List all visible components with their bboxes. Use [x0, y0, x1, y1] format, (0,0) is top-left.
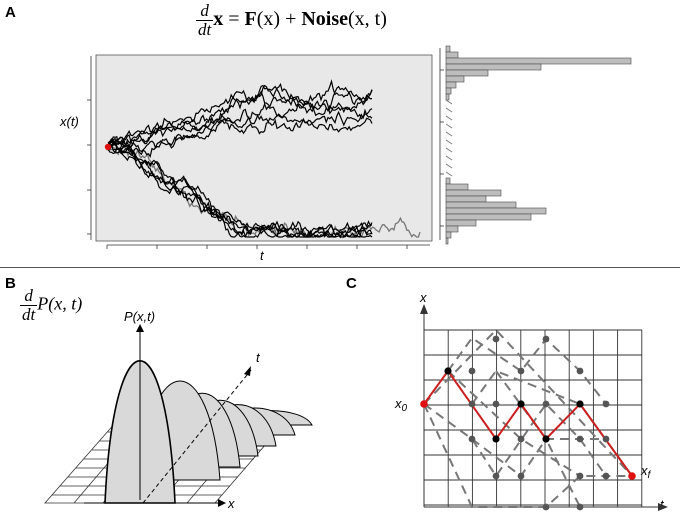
trajectory-7 [107, 137, 373, 238]
lattice-node [517, 367, 525, 375]
panel-b-label: B [5, 275, 16, 292]
trajectories [107, 79, 421, 239]
hist-bar-17 [445, 219, 477, 227]
trajectory-10 [107, 139, 373, 238]
lattice-grid [423, 329, 643, 507]
highlighted-path [423, 369, 633, 477]
lattice-node [492, 335, 500, 343]
x-axis-label: t [260, 248, 264, 263]
panel-c-label: C [346, 275, 357, 292]
x-axis-label-b: x [228, 496, 235, 511]
lattice-node [602, 435, 610, 443]
path-node [444, 367, 452, 375]
c-vertical-arrowhead [420, 304, 428, 314]
lattice-node [492, 400, 500, 408]
hist-bar-16 [445, 213, 532, 221]
lattice-node [576, 435, 584, 443]
trajectory-2 [108, 79, 373, 151]
xf-label: xf [641, 463, 651, 481]
histogram [445, 45, 632, 245]
trajectory-9 [107, 136, 373, 239]
trajectory-4 [107, 108, 373, 159]
x-ticks [106, 245, 408, 249]
alternative-paths [423, 328, 633, 508]
trajectory-5 [107, 90, 373, 155]
path-nodes [420, 335, 636, 511]
lattice-node [468, 367, 476, 375]
lattice-node [602, 400, 610, 408]
hist-fringe [445, 123, 453, 129]
t-axis-label-b: t [256, 350, 260, 365]
t-axis-arrowhead [244, 366, 251, 376]
hist-fringe [445, 131, 453, 137]
lattice-node [492, 472, 500, 480]
hist-bar-18 [445, 225, 459, 233]
path-node [517, 400, 525, 408]
path-node [576, 400, 584, 408]
peak-label: P(x,t) [124, 309, 156, 324]
t-axis-label-c: t [660, 497, 664, 512]
lattice-node [542, 335, 550, 343]
panel-divider [0, 267, 680, 268]
hist-fringe [445, 107, 453, 113]
dashed-path-8 [471, 438, 606, 478]
start-point [104, 143, 112, 151]
lattice-node [517, 435, 525, 443]
dashed-path-1 [423, 328, 633, 477]
lattice-node [542, 400, 550, 408]
dashed-path-2 [423, 403, 632, 508]
path-node [492, 435, 500, 443]
hist-fringe [445, 155, 453, 161]
trajectory-plot [87, 45, 632, 249]
x-axis-arrowhead-b [218, 499, 226, 507]
c-horizontal-arrowhead [658, 503, 668, 511]
hist-fringe [445, 139, 453, 145]
hist-bar-4 [445, 63, 542, 71]
x0-label: x0 [395, 396, 408, 414]
y-ticks [87, 99, 91, 235]
hist-fringe [445, 147, 453, 153]
lattice-node [542, 503, 550, 511]
end-node [628, 472, 636, 480]
panel-a-label: A [5, 4, 16, 21]
hist-bar-5 [445, 69, 489, 77]
dashed-path-7 [495, 370, 581, 508]
dashed-path-3 [447, 370, 581, 477]
trajectory-11 [107, 143, 373, 238]
dashed-path-4 [471, 369, 633, 477]
hist-fringe [445, 115, 453, 121]
lattice-node [576, 472, 584, 480]
lattice-node [468, 435, 476, 443]
hist-bar-20 [445, 237, 449, 245]
dashed-path-5 [423, 402, 607, 478]
hist-ticks [440, 69, 444, 227]
lattice-node [602, 472, 610, 480]
p-axis-arrowhead [136, 324, 144, 332]
path-node [542, 435, 550, 443]
lattice-node [517, 472, 525, 480]
hist-fringe [445, 163, 453, 169]
hist-bar-19 [445, 231, 452, 239]
hist-fringe [445, 99, 453, 105]
t-axis-line [142, 369, 252, 504]
lattice-node [576, 503, 584, 511]
y-axis-label: x(t) [60, 114, 79, 129]
lattice-node [468, 400, 476, 408]
dashed-path-6 [447, 336, 607, 405]
lattice-node [576, 367, 584, 375]
hist-fringe [445, 171, 453, 177]
hist-bar-9 [445, 93, 450, 101]
red-path [423, 369, 633, 477]
start-node [420, 400, 428, 408]
x-axis-label-c: x [420, 290, 427, 305]
trajectory-6 [107, 117, 373, 153]
